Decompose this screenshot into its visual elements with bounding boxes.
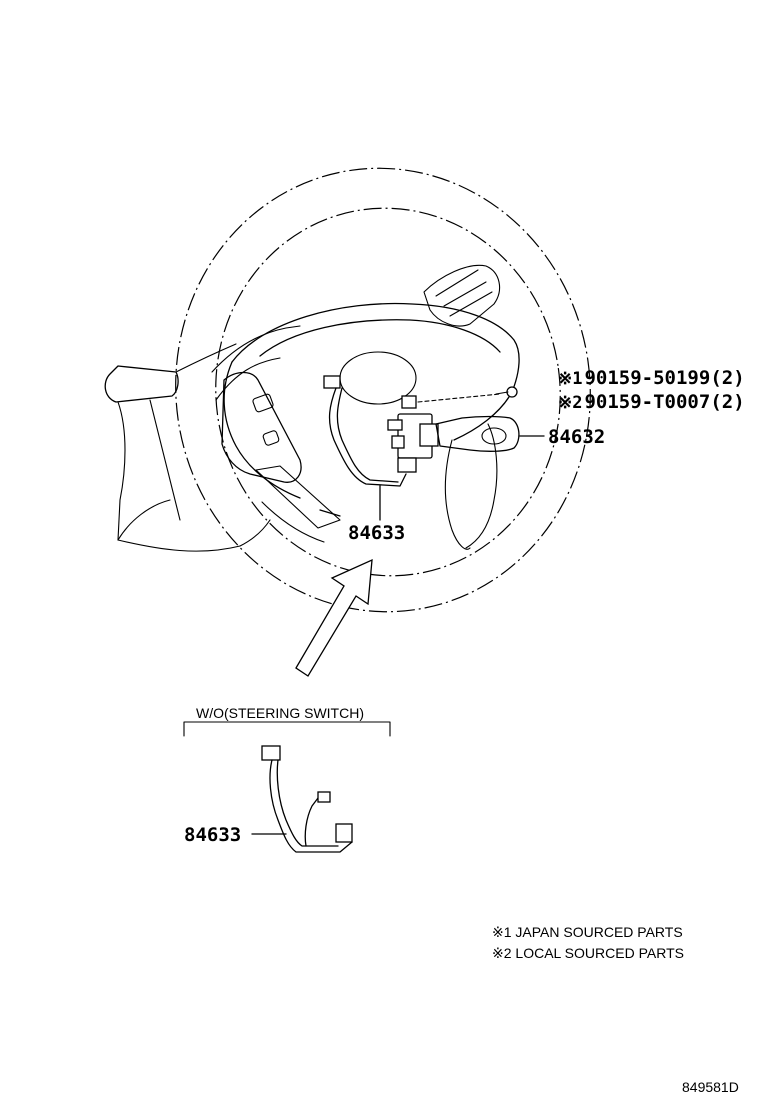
steering-wheel-outline <box>175 167 591 613</box>
leader-lines <box>319 435 545 521</box>
screw-part-1: 90159-50199 <box>584 367 710 389</box>
legend-line-1: ※1 JAPAN SOURCED PARTS <box>492 924 683 940</box>
variant-label: W/O(STEERING SWITCH) <box>196 705 364 721</box>
variant-section: W/O(STEERING SWITCH) 84633 <box>183 705 391 853</box>
screw-qty-2: (2) <box>710 391 744 413</box>
screw-mark-1: ※1 <box>558 369 582 389</box>
part-label-wire: 84633 <box>348 522 405 544</box>
screw-qty-1: (2) <box>710 367 744 389</box>
legend-line-2: ※2 LOCAL SOURCED PARTS <box>492 945 684 961</box>
steering-column-illustration <box>104 343 271 552</box>
screw-mark-2: ※2 <box>558 393 582 413</box>
screw-part-2: 90159-T0007 <box>584 391 710 413</box>
figure-code: 849581D <box>682 1079 739 1095</box>
steering-switch-illustration <box>387 386 520 473</box>
part-label-wire-alt: 84633 <box>184 824 241 846</box>
part-label-switch: 84632 <box>548 426 605 448</box>
steering-pad-illustration <box>211 264 520 550</box>
view-arrow <box>295 558 373 677</box>
wire-harness-illustration <box>323 375 407 487</box>
